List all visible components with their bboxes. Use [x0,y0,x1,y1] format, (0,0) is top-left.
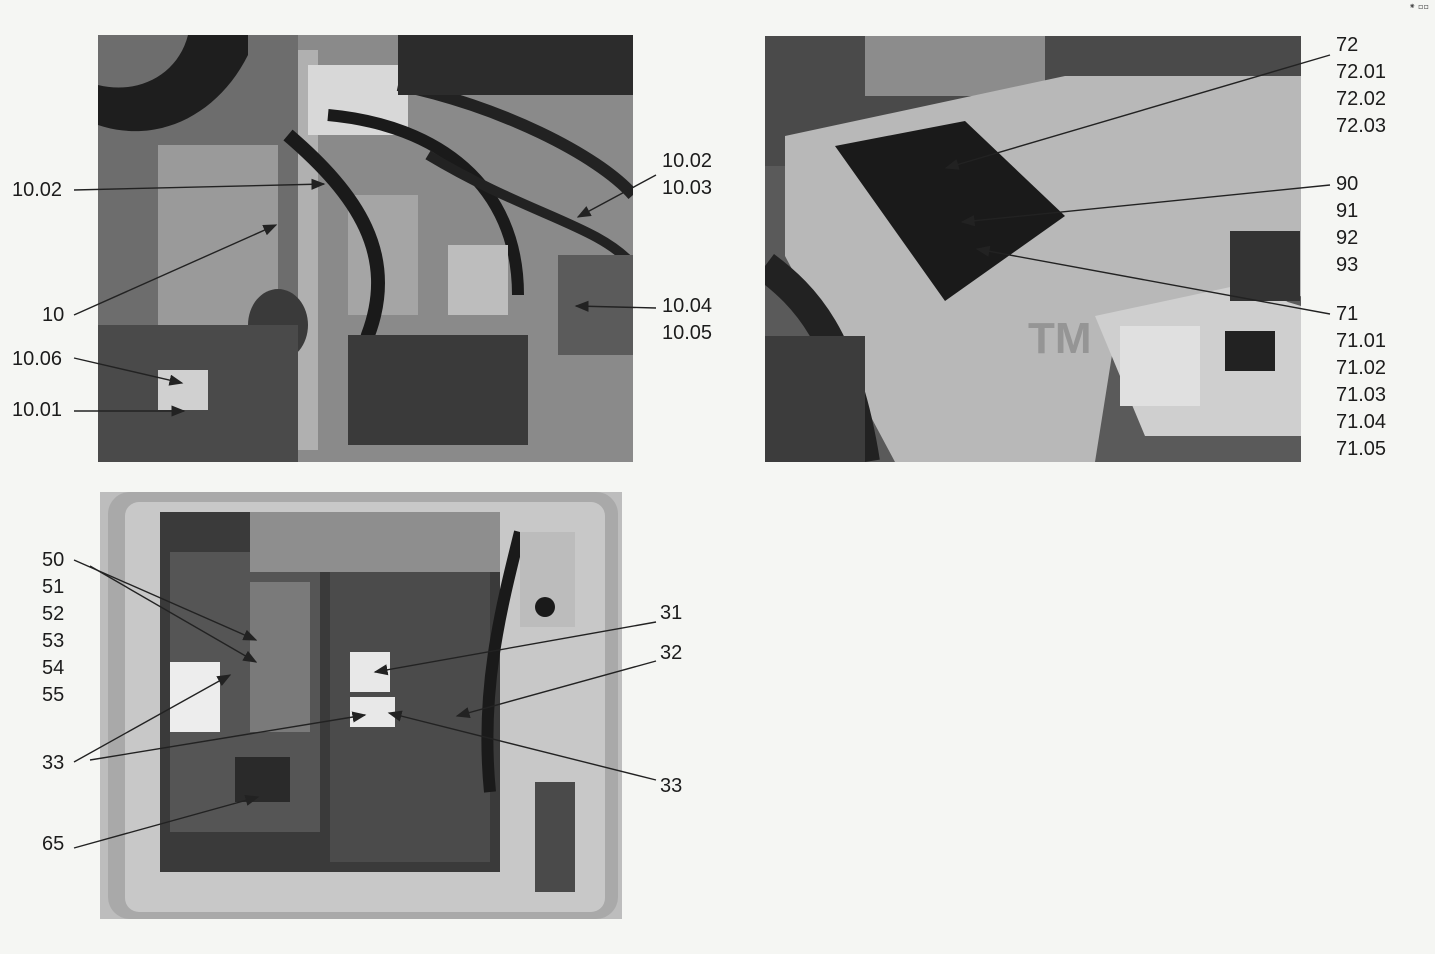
callout-65: 65 [42,833,65,855]
callout-10-02-left: 10.02 [12,179,63,201]
corner-mark-icon: ⁕ ▫▫ [1408,2,1429,11]
callout-72-02: 72.02 [1336,88,1387,110]
callout-55: 55 [42,684,65,706]
callout-10-03-line: 10.03 [662,177,713,199]
callout-10-04: 10.04 10.05 [662,293,712,347]
leader-10-02-left [73,178,326,191]
callout-71-01: 71.01 [1336,330,1387,352]
leader-33-left-a [73,674,232,763]
callout-10-04-line: 10.04 [662,295,713,317]
callout-71-group: 71 71.01 71.02 71.03 71.04 71.05 [1336,301,1386,463]
leader-31 [373,621,657,676]
callout-10-05-line: 10.05 [662,322,713,344]
leader-72 [944,54,1331,170]
callout-90: 90 [1336,173,1359,195]
leader-50-a [73,559,258,641]
callout-92: 92 [1336,227,1359,249]
callout-32: 32 [660,642,683,664]
callout-72-group: 72 72.01 72.02 72.03 [1336,32,1386,140]
callout-72: 72 [1336,34,1359,56]
trademark-watermark: TM [1028,314,1092,363]
leader-10-04 [574,300,657,312]
callout-33-right: 33 [660,775,683,797]
callout-33-left: 33 [42,752,65,774]
leader-71 [975,245,1331,315]
callout-71-02: 71.02 [1336,357,1387,379]
callout-72-03: 72.03 [1336,115,1387,137]
callout-10-02-right: 10.02 10.03 [662,148,712,202]
leader-32 [455,660,657,719]
leader-10-06 [73,357,184,386]
electrical-cabinet-photo [100,492,622,919]
callout-51: 51 [42,576,65,598]
leader-10 [73,224,278,316]
callout-10-01: 10.01 [12,399,63,421]
callout-31: 31 [660,602,683,624]
callout-10-06: 10.06 [12,348,63,370]
control-panel-housing-photo [765,36,1301,462]
callout-52: 52 [42,603,65,625]
callout-50-group: 50 51 52 53 54 55 [42,547,64,709]
callout-71-05: 71.05 [1336,438,1387,460]
callout-10: 10 [42,304,65,326]
callout-90-group: 90 91 92 93 [1336,171,1358,279]
callout-71-04: 71.04 [1336,411,1387,433]
callout-93: 93 [1336,254,1359,276]
leader-50-b [89,565,258,663]
leader-10-02-right [576,174,657,218]
callout-50: 50 [42,549,65,571]
callout-53: 53 [42,630,65,652]
engine-compartment-photo [98,35,633,462]
callout-54: 54 [42,657,65,679]
callout-72-01: 72.01 [1336,61,1387,83]
callout-91: 91 [1336,200,1359,222]
leader-33-right [387,710,657,781]
leader-90 [960,184,1331,227]
callout-71: 71 [1336,303,1359,325]
leader-33-left-b [89,711,367,761]
leader-65 [73,794,260,849]
callout-71-03: 71.03 [1336,384,1387,406]
callout-10-02-right-line: 10.02 [662,150,713,172]
